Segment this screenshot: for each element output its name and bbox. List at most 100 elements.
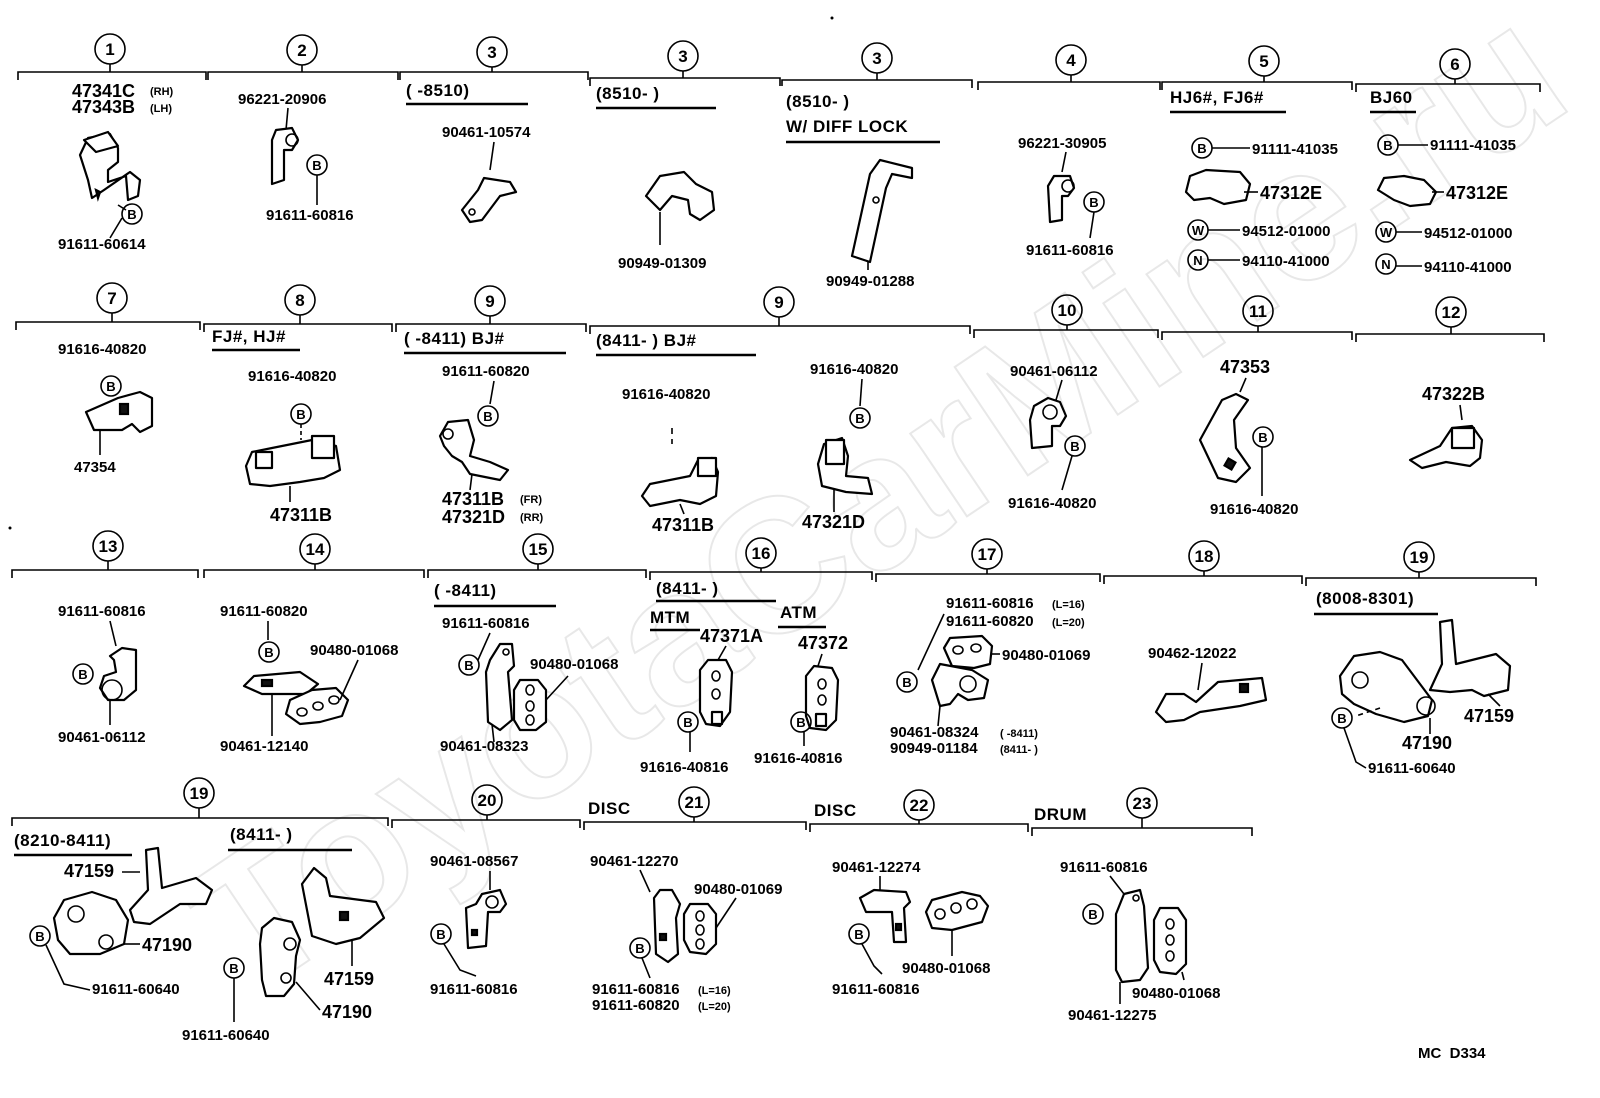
label-text: B [854,927,863,942]
label-text: B [229,961,238,976]
callout-circle [283,937,297,951]
condition-label: (8411- ) BJ# [596,331,697,350]
hole-mark [711,688,721,700]
part-number: 47372 [798,633,848,653]
drawing-rect [1450,426,1476,450]
bracket-part [1198,392,1252,484]
callout-number-12: 12 [1435,296,1467,328]
callout-circle [1064,435,1086,457]
condition-label: ( -8411) [434,581,497,600]
condition-label: HJ6#, FJ6# [1170,88,1264,107]
leader-line [1061,151,1067,173]
drawing-path [1355,333,1545,342]
grommet-part [682,902,718,956]
label-text: B [635,941,644,956]
callout-number-2: 2 [286,34,318,66]
part-number: 90461-12275 [1068,1007,1156,1024]
label-text: B [1088,907,1097,922]
callout-number-8: 8 [284,284,316,316]
part-number: 91611-60640 [92,981,180,998]
section-19b: 19 (8210-8411) (8411- ) 47159 47190 B 91… [14,777,386,1044]
drawing-path [391,819,581,828]
callout-circle [67,905,85,923]
section-2: 2 96221-20906 B 91611-60816 [238,34,354,224]
section-3a: 3 ( -8510) 90461-10574 [406,36,531,224]
label-text: B [264,645,273,660]
hole-mark [1165,934,1175,946]
leader-line [109,217,123,239]
part-suffix: ( -8411) [1000,728,1038,740]
letter-b-circle: B [790,711,812,733]
part-number: 91616-40820 [58,341,146,358]
part-number: 47343B [72,97,135,117]
label-text: 19 [190,784,209,803]
part-number: 90480-01068 [902,960,990,977]
label-text: 6 [1450,55,1459,74]
leader-line [1181,971,1185,981]
condition-label: ( -8411) BJ# [404,329,505,348]
section-7: 7 91616-40820 B 47354 [58,282,154,476]
part-number: 91611-60640 [182,1027,270,1044]
leader-line [477,632,491,661]
leader-line [1487,693,1501,707]
part-number: 91616-40820 [1008,495,1096,512]
condition-label: (8008-8301) [1316,589,1414,608]
part-suffix: (L=16) [698,985,731,997]
callout-circle [430,923,452,945]
callout-number-9: 9 [763,286,795,318]
callout-circle [896,671,918,693]
label-text: 14 [306,540,325,559]
callout-circle [72,663,94,685]
callout-number-23: 23 [1126,787,1158,819]
letter-b-circle: B [849,407,871,429]
drawing-rect [338,910,350,922]
hole-mark [817,694,827,706]
part-number: 47321D [442,507,505,527]
leader-line [715,897,737,929]
diagram-code: MC D334 [1418,1045,1486,1062]
leader-line [859,378,863,407]
part-number: 90461-08324 [890,724,979,741]
grommet-part [698,658,734,728]
drawing-path [443,943,477,977]
leader-line [491,723,495,743]
drawing-path [203,569,425,578]
callout-circle [280,972,292,984]
label-text: B [1383,138,1392,153]
callout-circle [442,428,454,440]
part-number: 90461-12140 [220,738,308,755]
callout-circle [1061,179,1075,193]
letter-b-circle: B [477,405,499,427]
callout-number-18: 18 [1188,540,1220,572]
callout-number-5: 5 [1248,45,1280,77]
callout-circle [1351,671,1369,689]
leader-line [285,107,289,131]
callout-circle [677,711,699,733]
section-15: 15 ( -8411) 91611-60816 B 90480-01068 90… [434,533,618,755]
part-number: 91611-60614 [58,236,146,253]
clamp-part [242,670,320,696]
callout-circle [101,679,123,701]
part-number: 47311B [442,489,504,509]
callout-number-14: 14 [299,533,331,565]
label-text: 13 [99,537,118,556]
grommet-part [924,890,990,932]
callout-circle [790,711,812,733]
part-number: 91611-60816 [442,615,530,632]
label-text: B [683,715,692,730]
label-text: 8 [295,291,304,310]
drawing-path [82,130,120,154]
label-text: 9 [774,293,783,312]
part-suffix: (RR) [520,512,544,524]
label-text: 19 [1410,548,1429,567]
drawing-path [589,325,971,334]
label-text: B [106,379,115,394]
grommet-part [284,686,350,726]
watermark: ToyotaCarMine.ru [154,0,1600,1034]
section-5: 5 HJ6#, FJ6# B 91111-41035 47312E W 9451… [1170,45,1338,271]
callout-circle [258,641,280,663]
part-number: 91616-40820 [622,386,710,403]
condition-label: (8510- ) [596,84,660,103]
label-text: 22 [910,796,929,815]
grommet-part [804,664,840,732]
